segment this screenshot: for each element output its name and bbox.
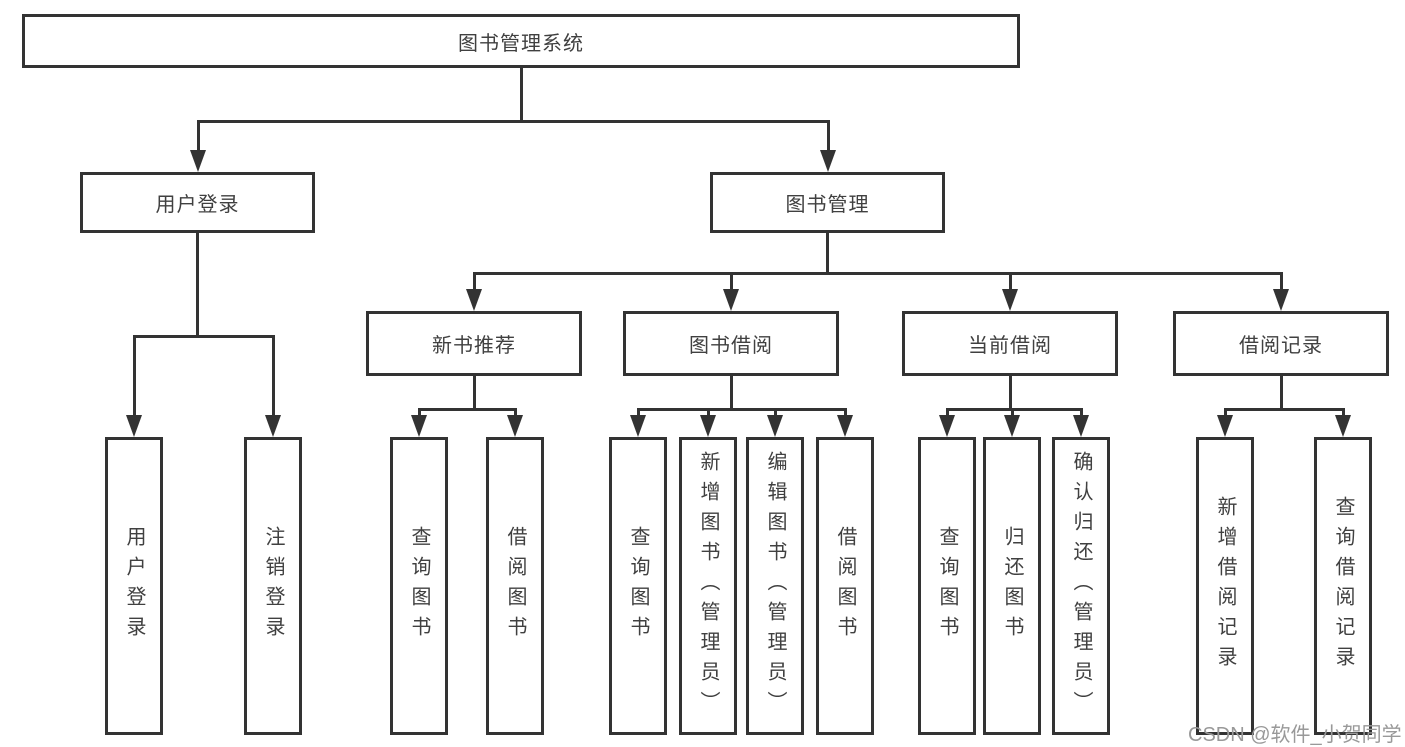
connector-vline xyxy=(1341,408,1345,417)
leaf-query-books-borrow: 查询图书 xyxy=(609,437,667,735)
leaf-label: 查询图书 xyxy=(936,526,958,646)
leaf-query-borrow-record: 查询借阅记录 xyxy=(1314,437,1372,735)
leaf-label: 注销登录 xyxy=(262,526,284,646)
connector-vline xyxy=(472,272,476,291)
leaf-user-login: 用户登录 xyxy=(105,437,163,735)
arrow-down-icon xyxy=(507,415,523,437)
arrow-down-icon xyxy=(265,415,281,437)
node-label: 新书推荐 xyxy=(432,335,516,357)
arrow-down-icon xyxy=(126,415,142,437)
arrow-down-icon xyxy=(411,415,427,437)
connector-vline xyxy=(196,233,199,335)
node-book-management-branch: 图书管理 xyxy=(710,172,945,233)
connector-vline xyxy=(1279,272,1283,291)
arrow-down-icon xyxy=(1073,415,1089,437)
node-borrow-records: 借阅记录 xyxy=(1173,311,1389,376)
node-label: 图书管理系统 xyxy=(458,32,584,55)
leaf-label: 借阅图书 xyxy=(834,526,856,646)
connector-vline xyxy=(773,408,777,417)
connector-hline xyxy=(945,408,1083,411)
connector-hline xyxy=(196,120,830,123)
arrow-down-icon xyxy=(190,150,206,172)
arrow-down-icon xyxy=(1217,415,1233,437)
connector-vline xyxy=(196,120,200,152)
node-library-management-system: 图书管理系统 xyxy=(22,14,1020,68)
arrow-down-icon xyxy=(1002,289,1018,311)
leaf-borrow-books-recommend: 借阅图书 xyxy=(486,437,544,735)
arrow-down-icon xyxy=(837,415,853,437)
leaf-confirm-return-admin: 确认归还（管理员） xyxy=(1052,437,1110,735)
connector-vline xyxy=(826,233,829,272)
connector-vline xyxy=(1223,408,1227,417)
leaf-label: 查询图书 xyxy=(408,526,430,646)
node-label: 图书借阅 xyxy=(689,335,773,357)
leaf-query-books-recommend: 查询图书 xyxy=(390,437,448,735)
connector-vline xyxy=(417,408,421,417)
connector-hline xyxy=(636,408,847,411)
node-label: 借阅记录 xyxy=(1239,335,1323,357)
connector-vline xyxy=(945,408,949,417)
leaf-label: 查询借阅记录 xyxy=(1332,496,1354,676)
leaf-label: 查询图书 xyxy=(627,526,649,646)
connector-vline xyxy=(271,335,275,417)
arrow-down-icon xyxy=(1004,415,1020,437)
leaf-add-books-admin: 新增图书（管理员） xyxy=(679,437,737,735)
leaf-query-books-current: 查询图书 xyxy=(918,437,976,735)
leaf-label: 新增借阅记录 xyxy=(1214,496,1236,676)
connector-vline xyxy=(1079,408,1083,417)
csdn-watermark: CSDN @软件_小贺同学 xyxy=(1188,724,1402,746)
connector-vline xyxy=(472,376,476,408)
leaf-edit-books-admin: 编辑图书（管理员） xyxy=(746,437,804,735)
arrow-down-icon xyxy=(1335,415,1351,437)
leaf-add-borrow-record: 新增借阅记录 xyxy=(1196,437,1254,735)
connector-vline xyxy=(1008,376,1012,408)
connector-vline xyxy=(132,335,136,417)
connector-vline xyxy=(1008,272,1012,291)
node-book-borrow: 图书借阅 xyxy=(623,311,839,376)
arrow-down-icon xyxy=(630,415,646,437)
leaf-borrow-books: 借阅图书 xyxy=(816,437,874,735)
connector-vline xyxy=(729,272,733,291)
connector-vline xyxy=(729,376,733,408)
connector-vline xyxy=(843,408,847,417)
leaf-label: 编辑图书（管理员） xyxy=(764,451,786,721)
connector-vline xyxy=(1279,376,1283,408)
leaf-return-books: 归还图书 xyxy=(983,437,1041,735)
connector-hline xyxy=(1223,408,1345,411)
arrow-down-icon xyxy=(700,415,716,437)
connector-hline xyxy=(132,335,275,338)
arrow-down-icon xyxy=(1273,289,1289,311)
leaf-label: 新增图书（管理员） xyxy=(697,451,719,721)
node-new-book-recommend: 新书推荐 xyxy=(366,311,582,376)
leaf-label: 借阅图书 xyxy=(504,526,526,646)
leaf-label: 归还图书 xyxy=(1001,526,1023,646)
node-current-borrow: 当前借阅 xyxy=(902,311,1118,376)
connector-hline xyxy=(472,272,1283,275)
leaf-label: 用户登录 xyxy=(123,526,145,646)
node-label: 图书管理 xyxy=(785,194,870,216)
connector-hline xyxy=(417,408,517,411)
connector-vline xyxy=(513,408,517,417)
arrow-down-icon xyxy=(723,289,739,311)
leaf-logout: 注销登录 xyxy=(244,437,302,735)
node-label: 用户登录 xyxy=(155,194,240,216)
node-label: 当前借阅 xyxy=(968,335,1052,357)
connector-vline xyxy=(636,408,640,417)
arrow-down-icon xyxy=(767,415,783,437)
arrow-down-icon xyxy=(939,415,955,437)
node-user-login-branch: 用户登录 xyxy=(80,172,315,233)
connector-vline xyxy=(519,68,523,120)
arrow-down-icon xyxy=(820,150,836,172)
leaf-label: 确认归还（管理员） xyxy=(1070,451,1092,721)
connector-vline xyxy=(826,120,830,152)
arrow-down-icon xyxy=(466,289,482,311)
connector-vline xyxy=(1010,408,1014,417)
connector-vline xyxy=(706,408,710,417)
